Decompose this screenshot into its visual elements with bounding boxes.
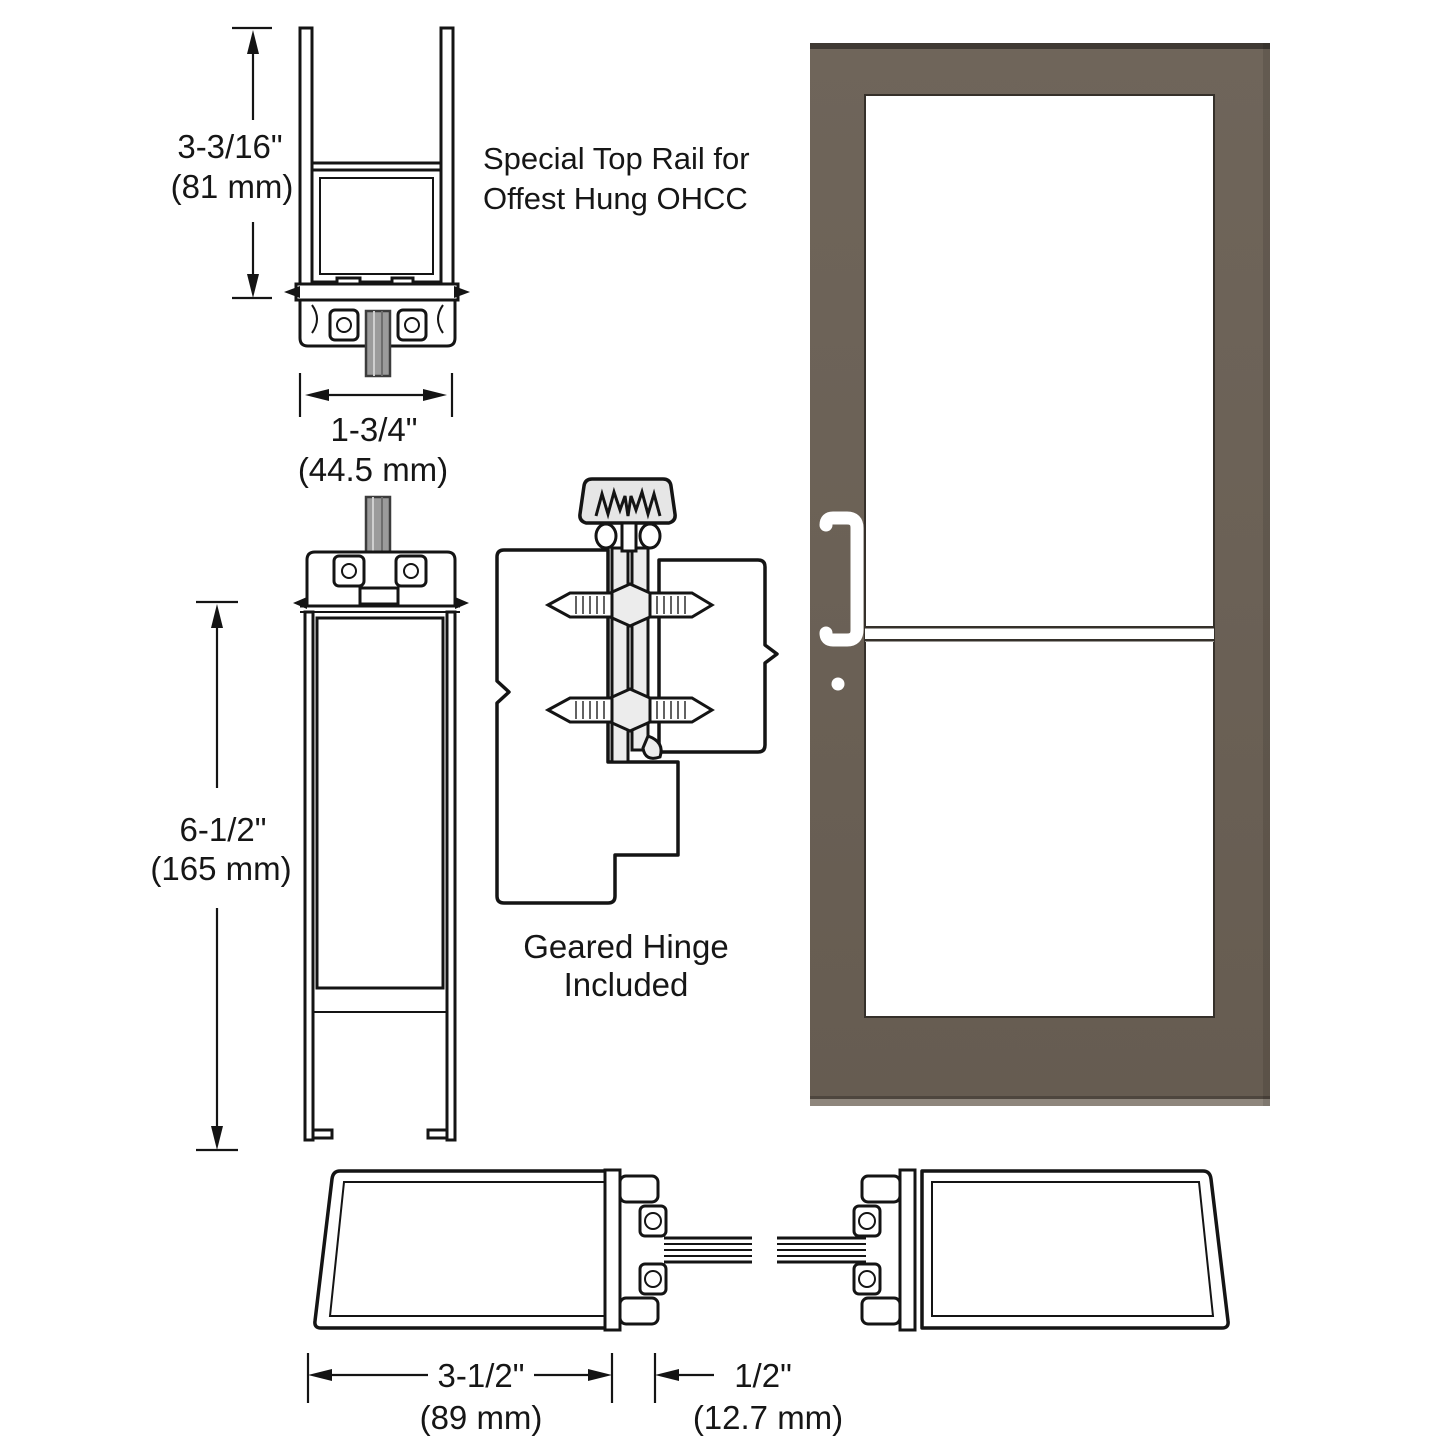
hinge-screw (544, 696, 614, 724)
door-elevation (810, 43, 1270, 1106)
door-top-edge (810, 43, 1270, 49)
door-midrail (865, 626, 1214, 642)
top-rail-height-mm: (81 mm) (171, 168, 294, 205)
top-rail-left-wall (298, 26, 314, 295)
left-stile-profile (603, 1168, 622, 1332)
right-stile-profile (898, 1168, 917, 1332)
bottom-rail-height-dimension: 6-1/2" (165 mm) (150, 600, 292, 1152)
hinge-door-stile (495, 548, 680, 905)
top-rail-cross-section (284, 26, 470, 378)
door-bottom-edge (810, 1099, 1270, 1106)
top-rail-note-line1: Special Top Rail for (483, 141, 750, 176)
hinge-note-line1: Geared Hinge (523, 928, 728, 965)
top-rail-note: Special Top Rail for Offest Hung OHCC (483, 141, 750, 216)
right-glass-panel (920, 1169, 1230, 1330)
stile-plan-section (313, 1168, 1230, 1332)
top-rail-note-line2: Offest Hung OHCC (483, 181, 748, 216)
hinge-screw (544, 591, 614, 619)
bottom-rail-height-mm: (165 mm) (150, 850, 291, 887)
hinge-screw (648, 591, 715, 619)
gap-width-mm: (12.7 mm) (693, 1399, 843, 1436)
door-glass (864, 94, 1215, 1018)
top-rail-width-mm: (44.5 mm) (298, 451, 448, 488)
glass-stub (364, 309, 392, 378)
stile-width-dimension: 3-1/2" (89 mm) 1/2" (12.7 mm) (306, 1353, 843, 1436)
top-rail-height-inches: 3-3/16" (177, 128, 282, 165)
hinge-note-line2: Included (564, 966, 689, 1003)
stile-width-inches: 3-1/2" (438, 1357, 525, 1394)
geared-hinge-detail (495, 477, 779, 905)
cylinder-lock-dot (831, 677, 845, 691)
left-glass-panel (313, 1169, 620, 1330)
stile-width-mm: (89 mm) (420, 1399, 543, 1436)
top-rail-width-inches: 1-3/4" (331, 411, 418, 448)
door-pull-handle (819, 511, 864, 647)
hinge-screw (648, 696, 715, 724)
glass-strip (664, 1236, 866, 1264)
hinge-note: Geared Hinge Included (523, 928, 728, 1003)
top-rail-width-dimension: 1-3/4" (44.5 mm) (298, 373, 454, 488)
gap-width-inches: 1/2" (734, 1357, 792, 1394)
bottom-rail-cross-section (293, 495, 469, 1142)
top-rail-height-dimension: 3-3/16" (81 mm) (171, 26, 294, 300)
bottom-rail-height-inches: 6-1/2" (180, 811, 267, 848)
hinge-gear-knuckle (578, 477, 677, 525)
top-rail-right-wall (439, 26, 455, 295)
